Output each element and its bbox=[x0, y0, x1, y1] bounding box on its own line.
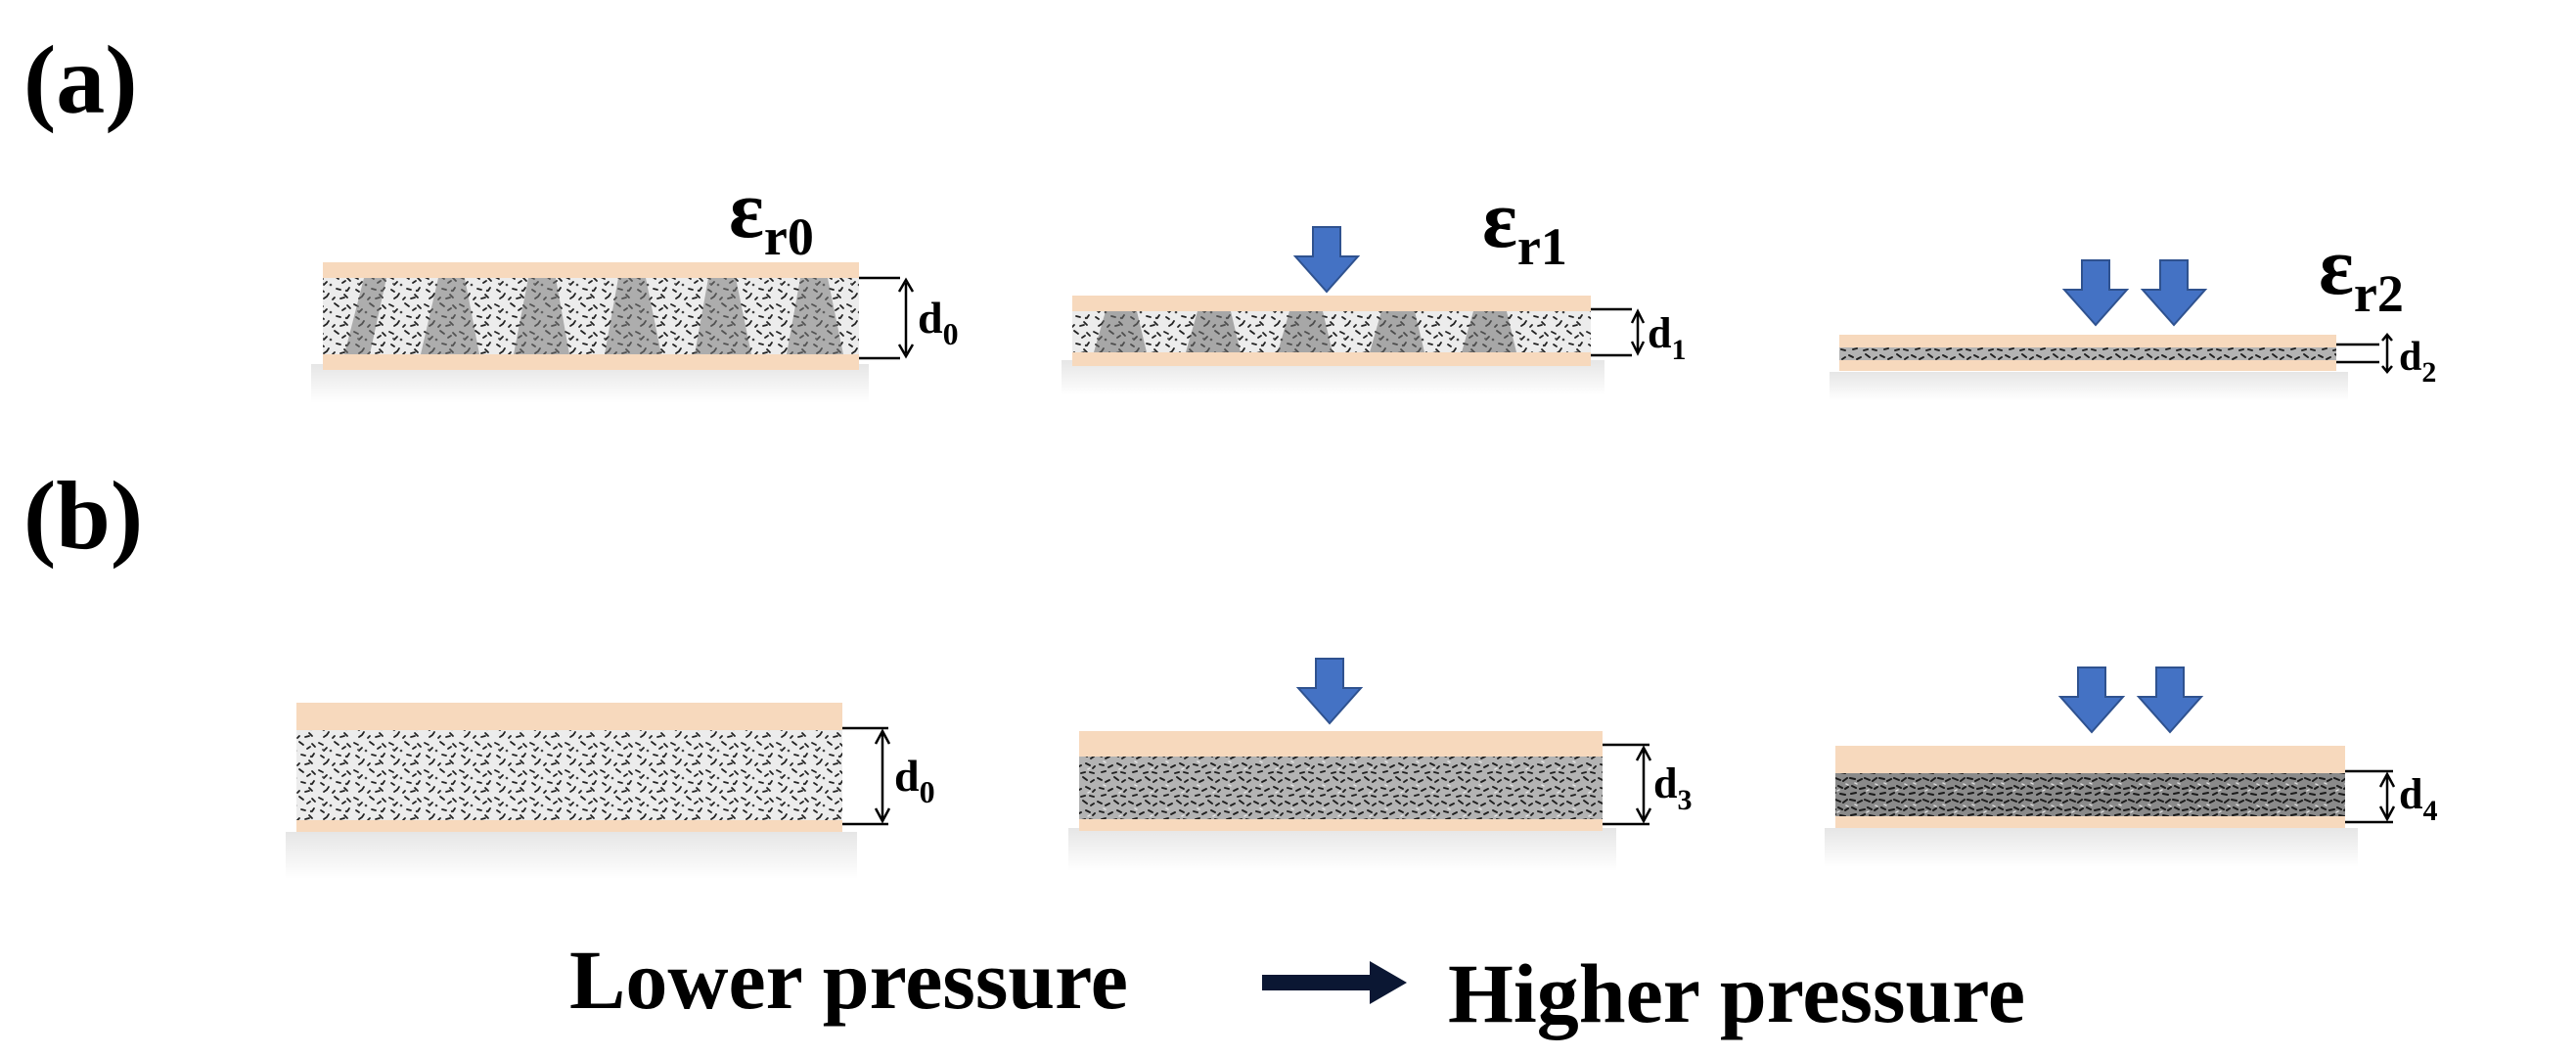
bottom-electrode bbox=[1072, 352, 1591, 366]
thickness-bracket bbox=[2345, 769, 2396, 824]
thickness-bracket bbox=[1603, 743, 1652, 826]
floor-shadow bbox=[1068, 828, 1616, 871]
bottom-electrode bbox=[1079, 819, 1603, 831]
top-electrode bbox=[323, 262, 859, 278]
micro-cones bbox=[344, 278, 843, 354]
panel-b-label: (b) bbox=[23, 461, 143, 570]
bottom-electrode bbox=[1835, 816, 2345, 828]
sensor-b2: d3 bbox=[1068, 658, 1692, 871]
thickness-label: d0 bbox=[894, 751, 935, 809]
permittivity-label: εr0 bbox=[729, 164, 814, 266]
floor-shadow bbox=[286, 832, 857, 879]
bottom-electrode bbox=[323, 354, 859, 370]
sensor-a1: d0 εr0 bbox=[311, 164, 959, 403]
panel-a-label: (a) bbox=[23, 25, 138, 134]
dielectric-layer bbox=[1839, 347, 2336, 360]
sensor-a2: d1 εr1 bbox=[1062, 174, 1686, 395]
dielectric-layer bbox=[1835, 773, 2345, 816]
dielectric-layer bbox=[296, 730, 842, 820]
pressure-arrow-icon bbox=[2057, 666, 2126, 734]
top-electrode bbox=[296, 703, 842, 730]
top-electrode bbox=[1839, 335, 2336, 347]
caption-higher-pressure: Higher pressure bbox=[1448, 946, 2025, 1040]
floor-shadow bbox=[1830, 372, 2348, 401]
permittivity-label: εr2 bbox=[2319, 221, 2404, 323]
pressure-arrow-icon bbox=[2061, 259, 2130, 327]
caption-lower-pressure: Lower pressure bbox=[569, 933, 1128, 1027]
bottom-electrode bbox=[1839, 360, 2336, 371]
thickness-bracket bbox=[1591, 307, 1646, 357]
pressure-arrow-icon bbox=[2140, 259, 2208, 327]
floor-shadow bbox=[311, 364, 869, 403]
thickness-label: d0 bbox=[918, 293, 959, 351]
floor-shadow bbox=[1825, 828, 2358, 867]
thickness-bracket bbox=[2336, 333, 2393, 374]
thickness-label: d2 bbox=[2399, 335, 2436, 389]
pressure-arrow-icon bbox=[1295, 658, 1364, 725]
pressure-arrow-icon bbox=[2136, 666, 2204, 734]
sensor-a3: d2 εr2 bbox=[1830, 221, 2436, 401]
top-electrode bbox=[1079, 731, 1603, 757]
thickness-bracket bbox=[859, 276, 915, 360]
bottom-electrode bbox=[296, 820, 842, 832]
thickness-label: d3 bbox=[1653, 759, 1692, 816]
dielectric-layer bbox=[1079, 757, 1603, 819]
sensor-b3: d4 bbox=[1825, 666, 2437, 867]
thickness-label: d4 bbox=[2399, 770, 2437, 827]
permittivity-label: εr1 bbox=[1482, 174, 1567, 276]
thickness-bracket bbox=[842, 726, 891, 826]
top-electrode bbox=[1835, 746, 2345, 773]
micro-cones bbox=[1094, 311, 1516, 352]
dielectric-layer bbox=[323, 278, 859, 354]
sensor-b1: d0 bbox=[286, 703, 935, 879]
pressure-arrow-icon bbox=[1292, 226, 1361, 294]
thickness-label: d1 bbox=[1648, 309, 1686, 366]
right-arrow-icon bbox=[1262, 961, 1407, 1004]
top-electrode bbox=[1072, 296, 1591, 311]
